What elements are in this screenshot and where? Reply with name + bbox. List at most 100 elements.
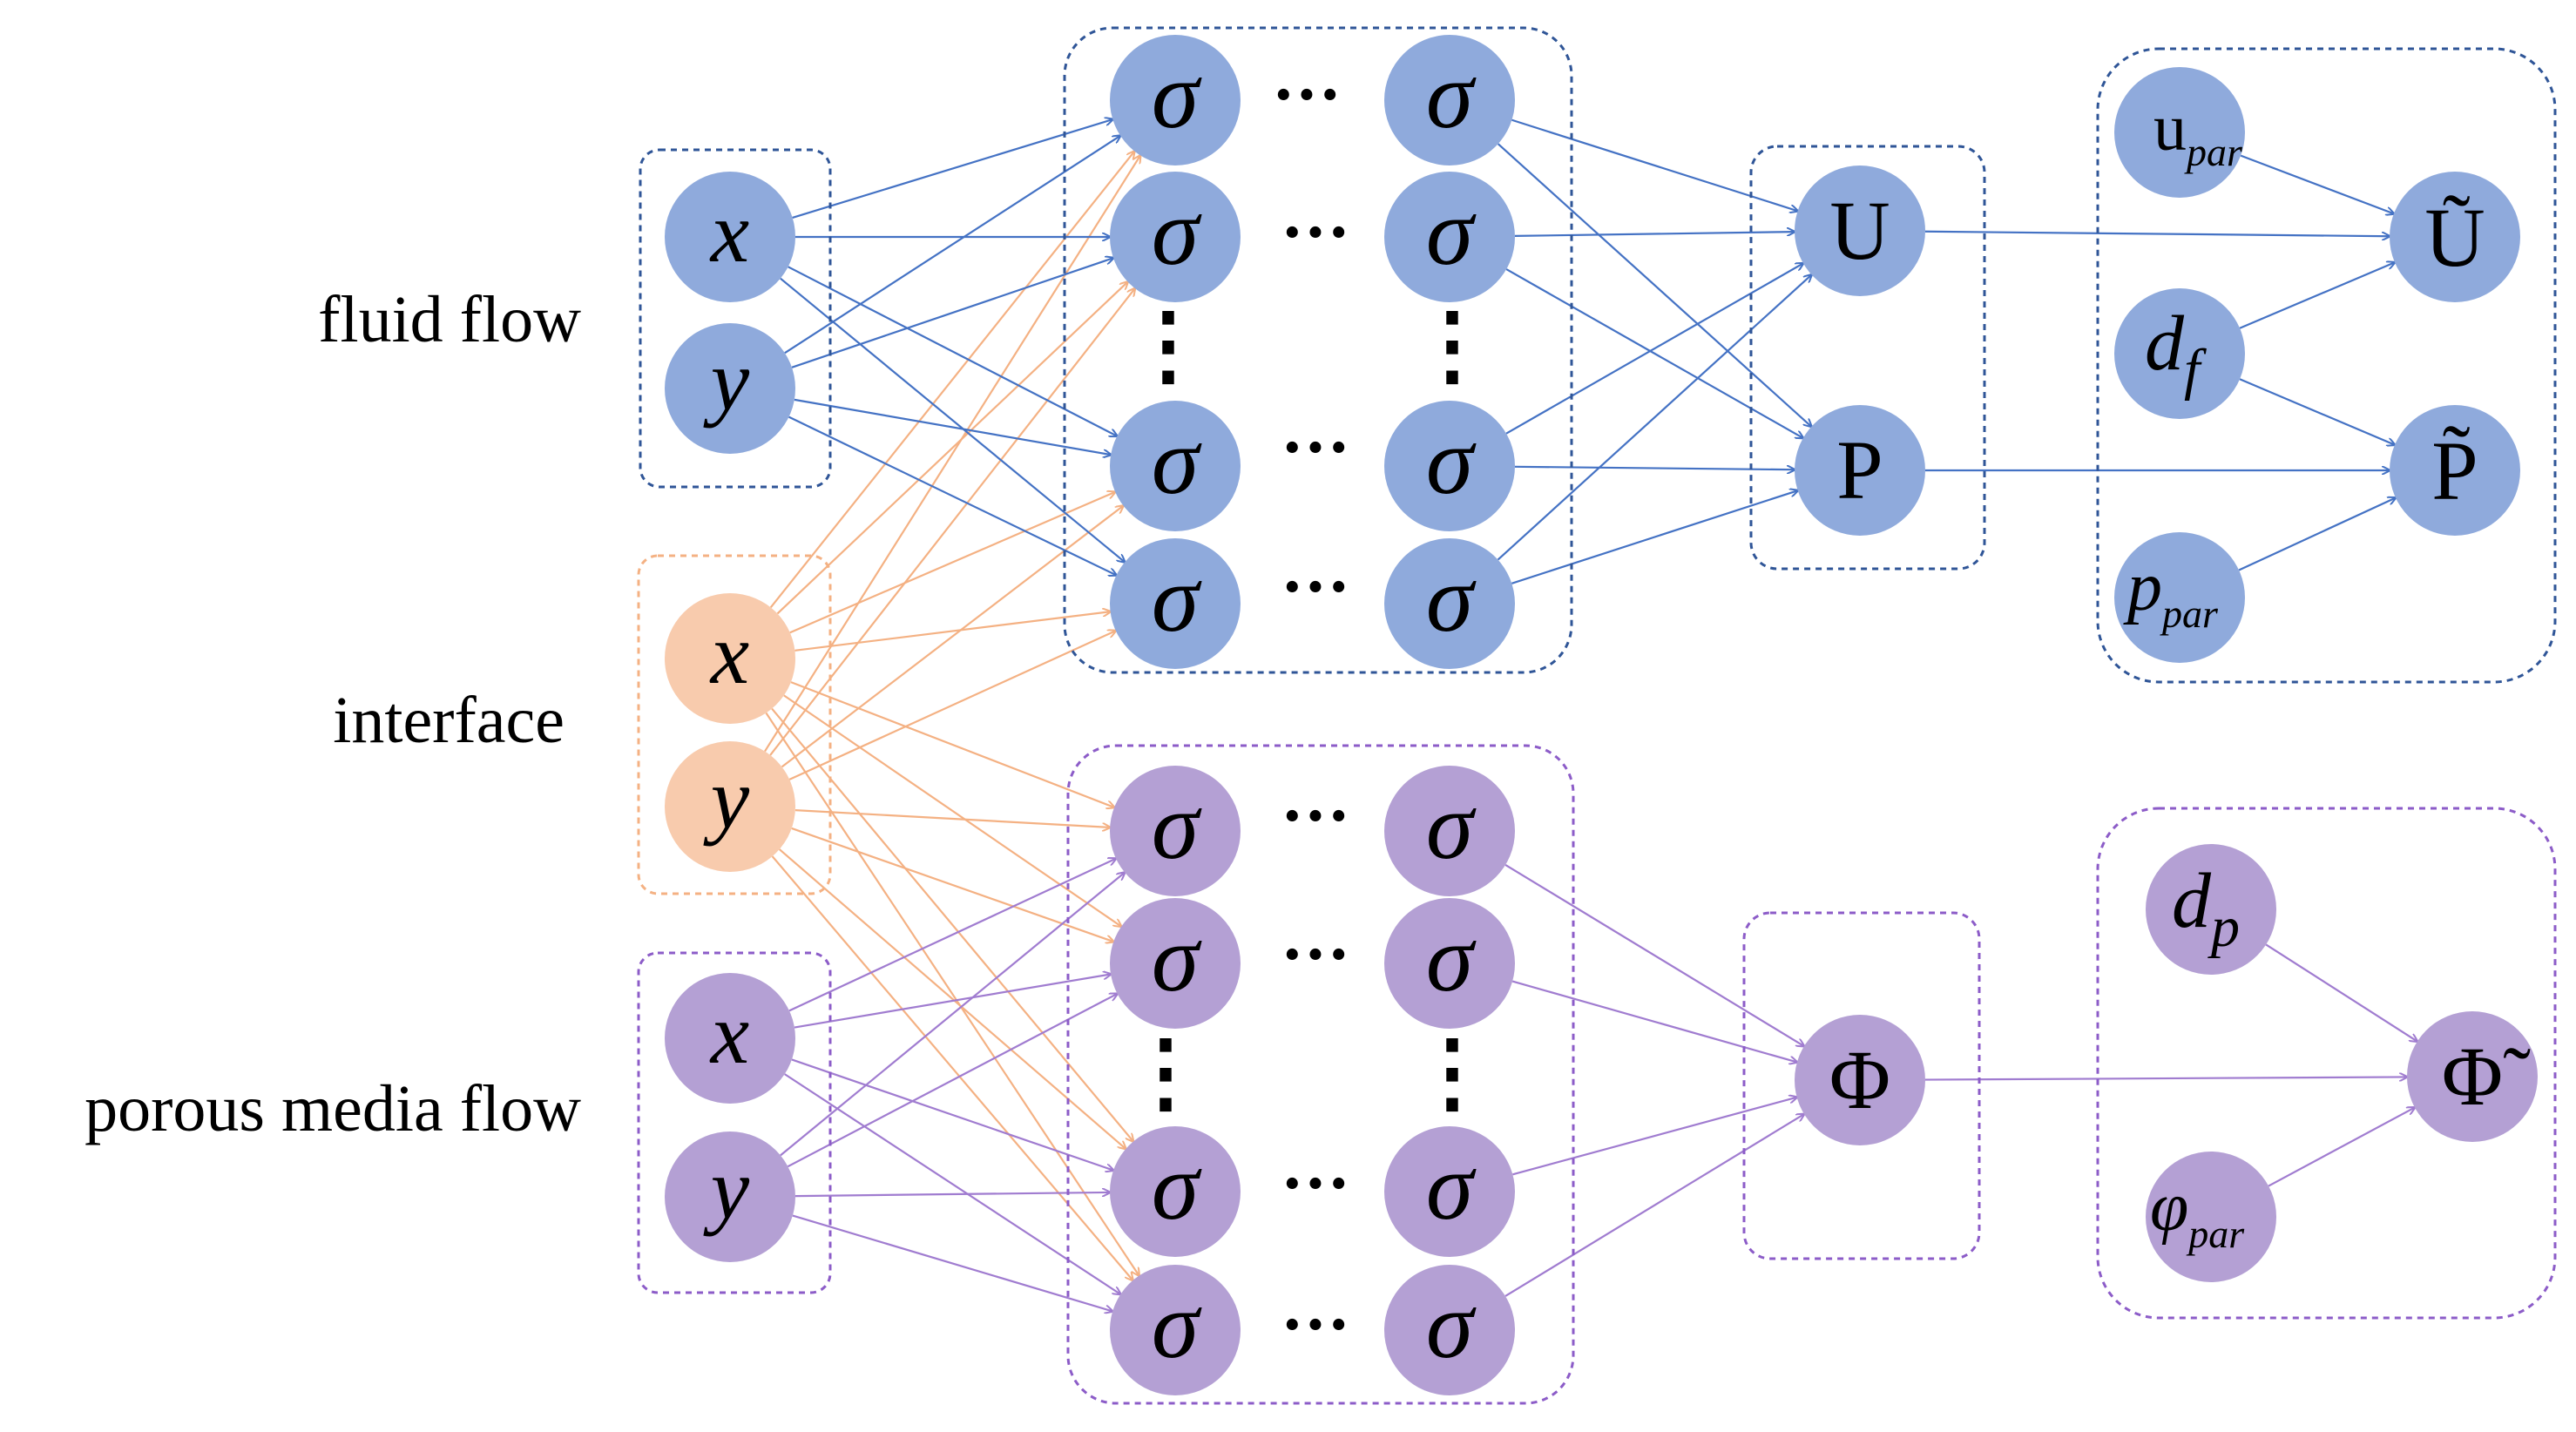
edge — [781, 506, 1124, 768]
svg-text:P: P — [1836, 423, 1883, 517]
phi-par-node: φpar — [2146, 1152, 2276, 1282]
u-par-node: upar — [2114, 67, 2245, 198]
svg-text:σ: σ — [1152, 773, 1202, 879]
svg-text:σ: σ — [1426, 545, 1477, 652]
edge — [765, 712, 1139, 1276]
interface-input-box — [637, 554, 832, 895]
edge — [794, 398, 1111, 455]
svg-text:U: U — [1829, 184, 1890, 277]
edge — [792, 119, 1113, 220]
svg-text:Ũ: Ũ — [2424, 191, 2485, 284]
svg-text:σ: σ — [1426, 408, 1477, 514]
svg-text:σ: σ — [1426, 1272, 1477, 1378]
d-p-node: dp — [2146, 844, 2276, 975]
edge — [1505, 263, 1803, 435]
edge — [1497, 143, 1812, 427]
svg-text:dp: dp — [2172, 858, 2240, 959]
edge — [780, 873, 1125, 1157]
edge — [1514, 232, 1795, 237]
svg-text:y: y — [703, 332, 750, 429]
svg-text:ppar: ppar — [2123, 549, 2219, 636]
sigma-node: σ — [1110, 538, 1241, 669]
vertical-ellipsis: ⋮ — [1122, 1024, 1209, 1121]
edge — [1514, 467, 1795, 469]
sigma-node: σ — [1384, 401, 1515, 531]
svg-text:y: y — [703, 1140, 750, 1237]
edge — [791, 1058, 1113, 1170]
d-f-node: df — [2114, 288, 2245, 419]
svg-text:σ: σ — [1152, 42, 1202, 148]
porous-hidden-box — [1066, 744, 1575, 1405]
fluid-param-box — [2096, 47, 2557, 684]
vertical-ellipsis: ⋮ — [1125, 297, 1212, 394]
svg-text:x: x — [709, 605, 749, 702]
group-boxes — [637, 26, 2557, 1405]
fluid-flow-label: fluid flow — [318, 283, 581, 356]
edge — [784, 1073, 1121, 1294]
svg-text:x: x — [709, 184, 749, 280]
edge — [2268, 1107, 2415, 1187]
horizontal-ellipsis: ··· — [1281, 549, 1350, 625]
edge — [1512, 1098, 1796, 1176]
sigma-node: σ — [1384, 898, 1515, 1029]
U-tilde-node: Ũ — [2390, 172, 2520, 302]
svg-text:σ: σ — [1426, 42, 1477, 148]
edge — [1505, 268, 1803, 438]
porous-param-box — [2096, 807, 2557, 1320]
fluid-input-box — [639, 148, 832, 489]
edge — [1924, 230, 2390, 236]
edge — [794, 1192, 1110, 1198]
edge — [2239, 378, 2395, 444]
edge — [1924, 1077, 2407, 1079]
svg-text:σ: σ — [1152, 179, 1202, 285]
edge — [788, 415, 1117, 576]
edge — [787, 994, 1117, 1168]
sigma-node: σ — [1110, 1126, 1241, 1257]
vertical-ellipsis: ⋮ — [1409, 1024, 1496, 1121]
porous-input-y-node: y — [665, 1131, 795, 1262]
svg-text:σ: σ — [1152, 1272, 1202, 1378]
sigma-node: σ — [1384, 172, 1515, 302]
svg-text:upar: upar — [2153, 91, 2243, 174]
edge — [771, 707, 1133, 1142]
edge — [769, 288, 1135, 756]
svg-text:φpar: φpar — [2150, 1169, 2245, 1256]
sigma-node: σ — [1384, 35, 1515, 165]
svg-text:y: y — [703, 750, 750, 847]
edge — [1504, 863, 1804, 1046]
edge — [1511, 490, 1797, 584]
edge — [794, 974, 1111, 1029]
edge — [783, 694, 1121, 926]
edge — [788, 631, 1116, 780]
porous-hidden-layer: σ σ σ σ σ σ σ σ ··· ··· ··· ··· ⋮ ⋮ — [1110, 766, 1515, 1395]
edge — [788, 859, 1116, 1012]
edge — [780, 277, 1125, 563]
edge — [1511, 980, 1797, 1063]
svg-text:Φ: Φ — [1829, 1033, 1890, 1126]
edge — [2265, 943, 2417, 1041]
svg-text:σ: σ — [1152, 408, 1202, 514]
sigma-node: σ — [1110, 172, 1241, 302]
output-Phi-node: Φ — [1795, 1015, 1925, 1145]
sigma-node: σ — [1110, 898, 1241, 1029]
horizontal-ellipsis: ··· — [1281, 1145, 1350, 1222]
svg-text:σ: σ — [1426, 1133, 1477, 1239]
horizontal-ellipsis: ··· — [1281, 1287, 1350, 1363]
sigma-node: σ — [1110, 766, 1241, 896]
sigma-node: σ — [1110, 1265, 1241, 1395]
sigma-node: σ — [1110, 401, 1241, 531]
edge — [791, 258, 1113, 368]
edge — [769, 152, 1134, 609]
edge — [1511, 118, 1797, 211]
svg-text:σ: σ — [1426, 179, 1477, 285]
svg-text:σ: σ — [1426, 773, 1477, 879]
output-U-node: U — [1795, 165, 1925, 296]
edge — [792, 1214, 1112, 1312]
Phi-tilde-node: Φ̃ — [2407, 1011, 2538, 1142]
sigma-node: σ — [1110, 35, 1241, 165]
fluid-output-box — [1749, 145, 1986, 571]
edge — [791, 827, 1114, 942]
fluid-hidden-box — [1063, 26, 1573, 674]
interface-input-x-node: x — [665, 593, 795, 724]
